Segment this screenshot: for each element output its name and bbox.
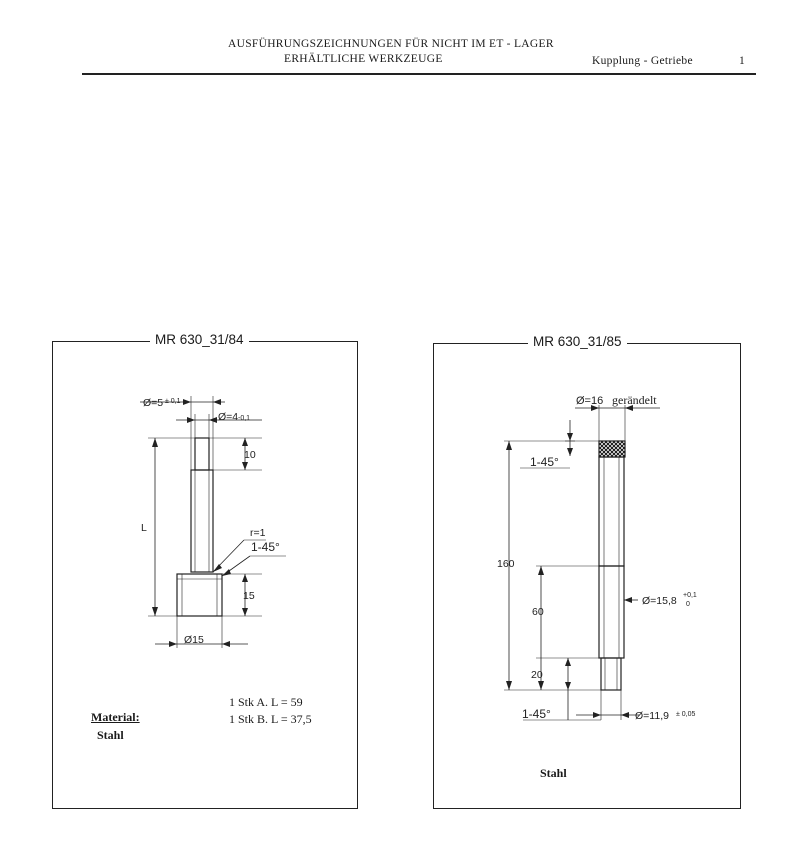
right-dim-d-mid-tol-up: +0,1 xyxy=(683,592,697,599)
right-material-value: Stahl xyxy=(540,766,567,780)
right-knurl-note: gerändelt xyxy=(612,393,657,407)
header-title-line1: AUSFÜHRUNGSZEICHNUNGEN FÜR NICHT IM ET -… xyxy=(228,38,554,50)
left-variant-a: 1 Stk A. L = 59 xyxy=(229,695,303,709)
right-dim-d-knurl: Ø=16 xyxy=(576,395,603,407)
left-dim-d-top: Ø=5 xyxy=(143,397,163,409)
right-upper-shaft xyxy=(598,456,625,567)
right-dim-d-mid-tol-dn: 0 xyxy=(686,601,690,608)
left-material-value: Stahl xyxy=(97,728,124,742)
header-title-line2: ERHÄLTLICHE WERKZEUGE xyxy=(284,53,443,65)
right-dim-len-160: 160 xyxy=(497,558,515,570)
right-middle-shaft xyxy=(598,565,625,659)
left-base-body xyxy=(176,573,223,617)
right-tip xyxy=(600,657,622,691)
left-dim-len-L: L xyxy=(141,522,147,534)
left-dim-d-pin-tol: -0,1 xyxy=(238,415,250,422)
left-dim-radius: r=1 xyxy=(250,527,266,539)
left-dim-d-base: Ø15 xyxy=(184,634,204,646)
right-knurled-head xyxy=(598,440,626,458)
header-rule xyxy=(82,73,756,75)
right-dim-len-60: 60 xyxy=(532,606,544,618)
header-page-number: 1 xyxy=(739,55,746,67)
right-dim-d-mid: Ø=15,8 xyxy=(642,595,677,607)
right-dim-chamfer-top: 1-45° xyxy=(530,455,559,469)
left-material-label: Material: xyxy=(91,710,140,724)
right-dim-d-tip-tol: ± 0,05 xyxy=(676,711,696,718)
left-variant-b: 1 Stk B. L = 37,5 xyxy=(229,712,312,726)
left-dim-d-top-tol: ± 0,1 xyxy=(165,398,181,405)
left-panel-title: MR 630_31/84 xyxy=(150,332,249,347)
right-dim-len-20: 20 xyxy=(531,669,543,681)
header-category: Kupplung - Getriebe xyxy=(592,55,693,67)
left-dim-len-10: 10 xyxy=(244,449,256,461)
left-dim-chamfer: 1-45° xyxy=(251,540,280,554)
left-dim-d-pin: Ø=4 xyxy=(218,411,238,423)
right-dim-chamfer-bottom: 1-45° xyxy=(522,707,551,721)
left-dim-len-15: 15 xyxy=(243,590,255,602)
right-dim-d-tip: Ø=11,9 xyxy=(635,710,669,722)
left-shaft-body xyxy=(190,469,214,573)
right-panel-title: MR 630_31/85 xyxy=(528,334,627,349)
